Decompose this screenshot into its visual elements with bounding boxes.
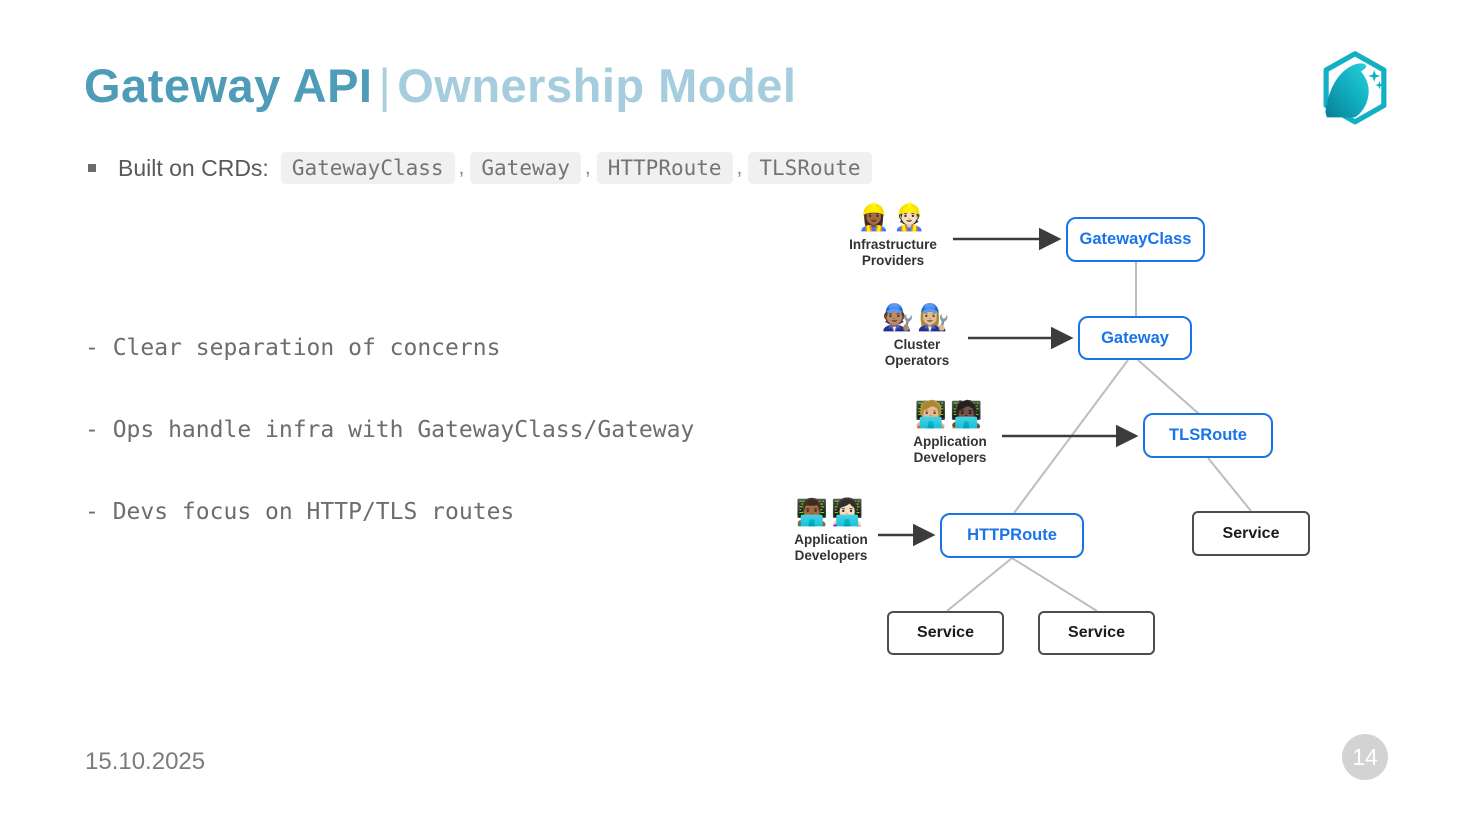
actor-label: Infrastructure Providers (818, 237, 968, 269)
actor-label-line: Developers (794, 547, 868, 563)
actor-label-line: Application (794, 531, 868, 547)
node-tlsroute: TLSRoute (1143, 413, 1273, 458)
point-ops-handle-infra: - Ops handle infra with GatewayClass/Gat… (85, 417, 695, 443)
node-service-bottom-mid: Service (1038, 611, 1155, 655)
crd-badge-gatewayclass: GatewayClass (280, 152, 455, 184)
construction-workers-emoji-icon: 👷🏾‍♀️👷🏻 (857, 202, 929, 232)
comma-separator: , (736, 156, 743, 179)
crd-badge-tlsroute: TLSRoute (748, 152, 872, 184)
slide-date: 15.10.2025 (85, 748, 206, 775)
actor-application-developers-tls: 🧑🏼‍💻🧑🏿‍💻 Application Developers (875, 400, 1025, 465)
title-separator: | (378, 59, 392, 112)
point-devs-focus-routes: - Devs focus on HTTP/TLS routes (85, 499, 515, 525)
mechanics-emoji-icon: 🧑🏽‍🔧👩🏼‍🔧 (881, 302, 953, 332)
actor-label-line: Infrastructure (849, 236, 937, 252)
crd-label: Built on CRDs: (118, 154, 269, 181)
actor-cluster-operators: 🧑🏽‍🔧👩🏼‍🔧 Cluster Operators (842, 303, 992, 368)
node-service-bottom-left: Service (887, 611, 1004, 655)
actor-label: Application Developers (875, 434, 1025, 466)
technologists-emoji-icon: 👨🏾‍💻👩🏻‍💻 (795, 497, 867, 527)
actor-infrastructure-providers: 👷🏾‍♀️👷🏻 Infrastructure Providers (818, 203, 968, 268)
actor-label: Cluster Operators (842, 337, 992, 369)
technologists-emoji-icon: 🧑🏼‍💻🧑🏿‍💻 (914, 399, 986, 429)
wave-hexagon-logo-icon (1318, 50, 1392, 130)
actor-label-line: Application (913, 433, 987, 449)
crd-badge-httproute: HTTPRoute (596, 152, 733, 184)
title-primary: Gateway API (84, 59, 373, 112)
actor-application-developers-http: 👨🏾‍💻👩🏻‍💻 Application Developers (756, 498, 906, 563)
actor-label-line: Providers (861, 252, 925, 268)
point-separation-of-concerns: - Clear separation of concerns (85, 335, 501, 361)
node-gateway: Gateway (1078, 316, 1192, 360)
node-gatewayclass: GatewayClass (1066, 217, 1205, 262)
actor-label-line: Cluster (893, 336, 941, 352)
crd-badge-gateway: Gateway (470, 152, 581, 184)
comma-separator: , (458, 156, 465, 179)
actor-label: Application Developers (756, 532, 906, 564)
title-secondary: Ownership Model (397, 59, 797, 112)
page-number-badge: 14 (1342, 734, 1388, 780)
node-httproute: HTTPRoute (940, 513, 1084, 558)
actor-label-line: Operators (884, 352, 950, 368)
comma-separator: , (584, 156, 591, 179)
crd-bullet-row: Built on CRDs: GatewayClass , Gateway , … (88, 150, 872, 186)
page-title: Gateway API|Ownership Model (84, 58, 796, 113)
node-service-right: Service (1192, 511, 1310, 556)
actor-label-line: Developers (913, 449, 987, 465)
square-bullet-icon (88, 164, 96, 172)
